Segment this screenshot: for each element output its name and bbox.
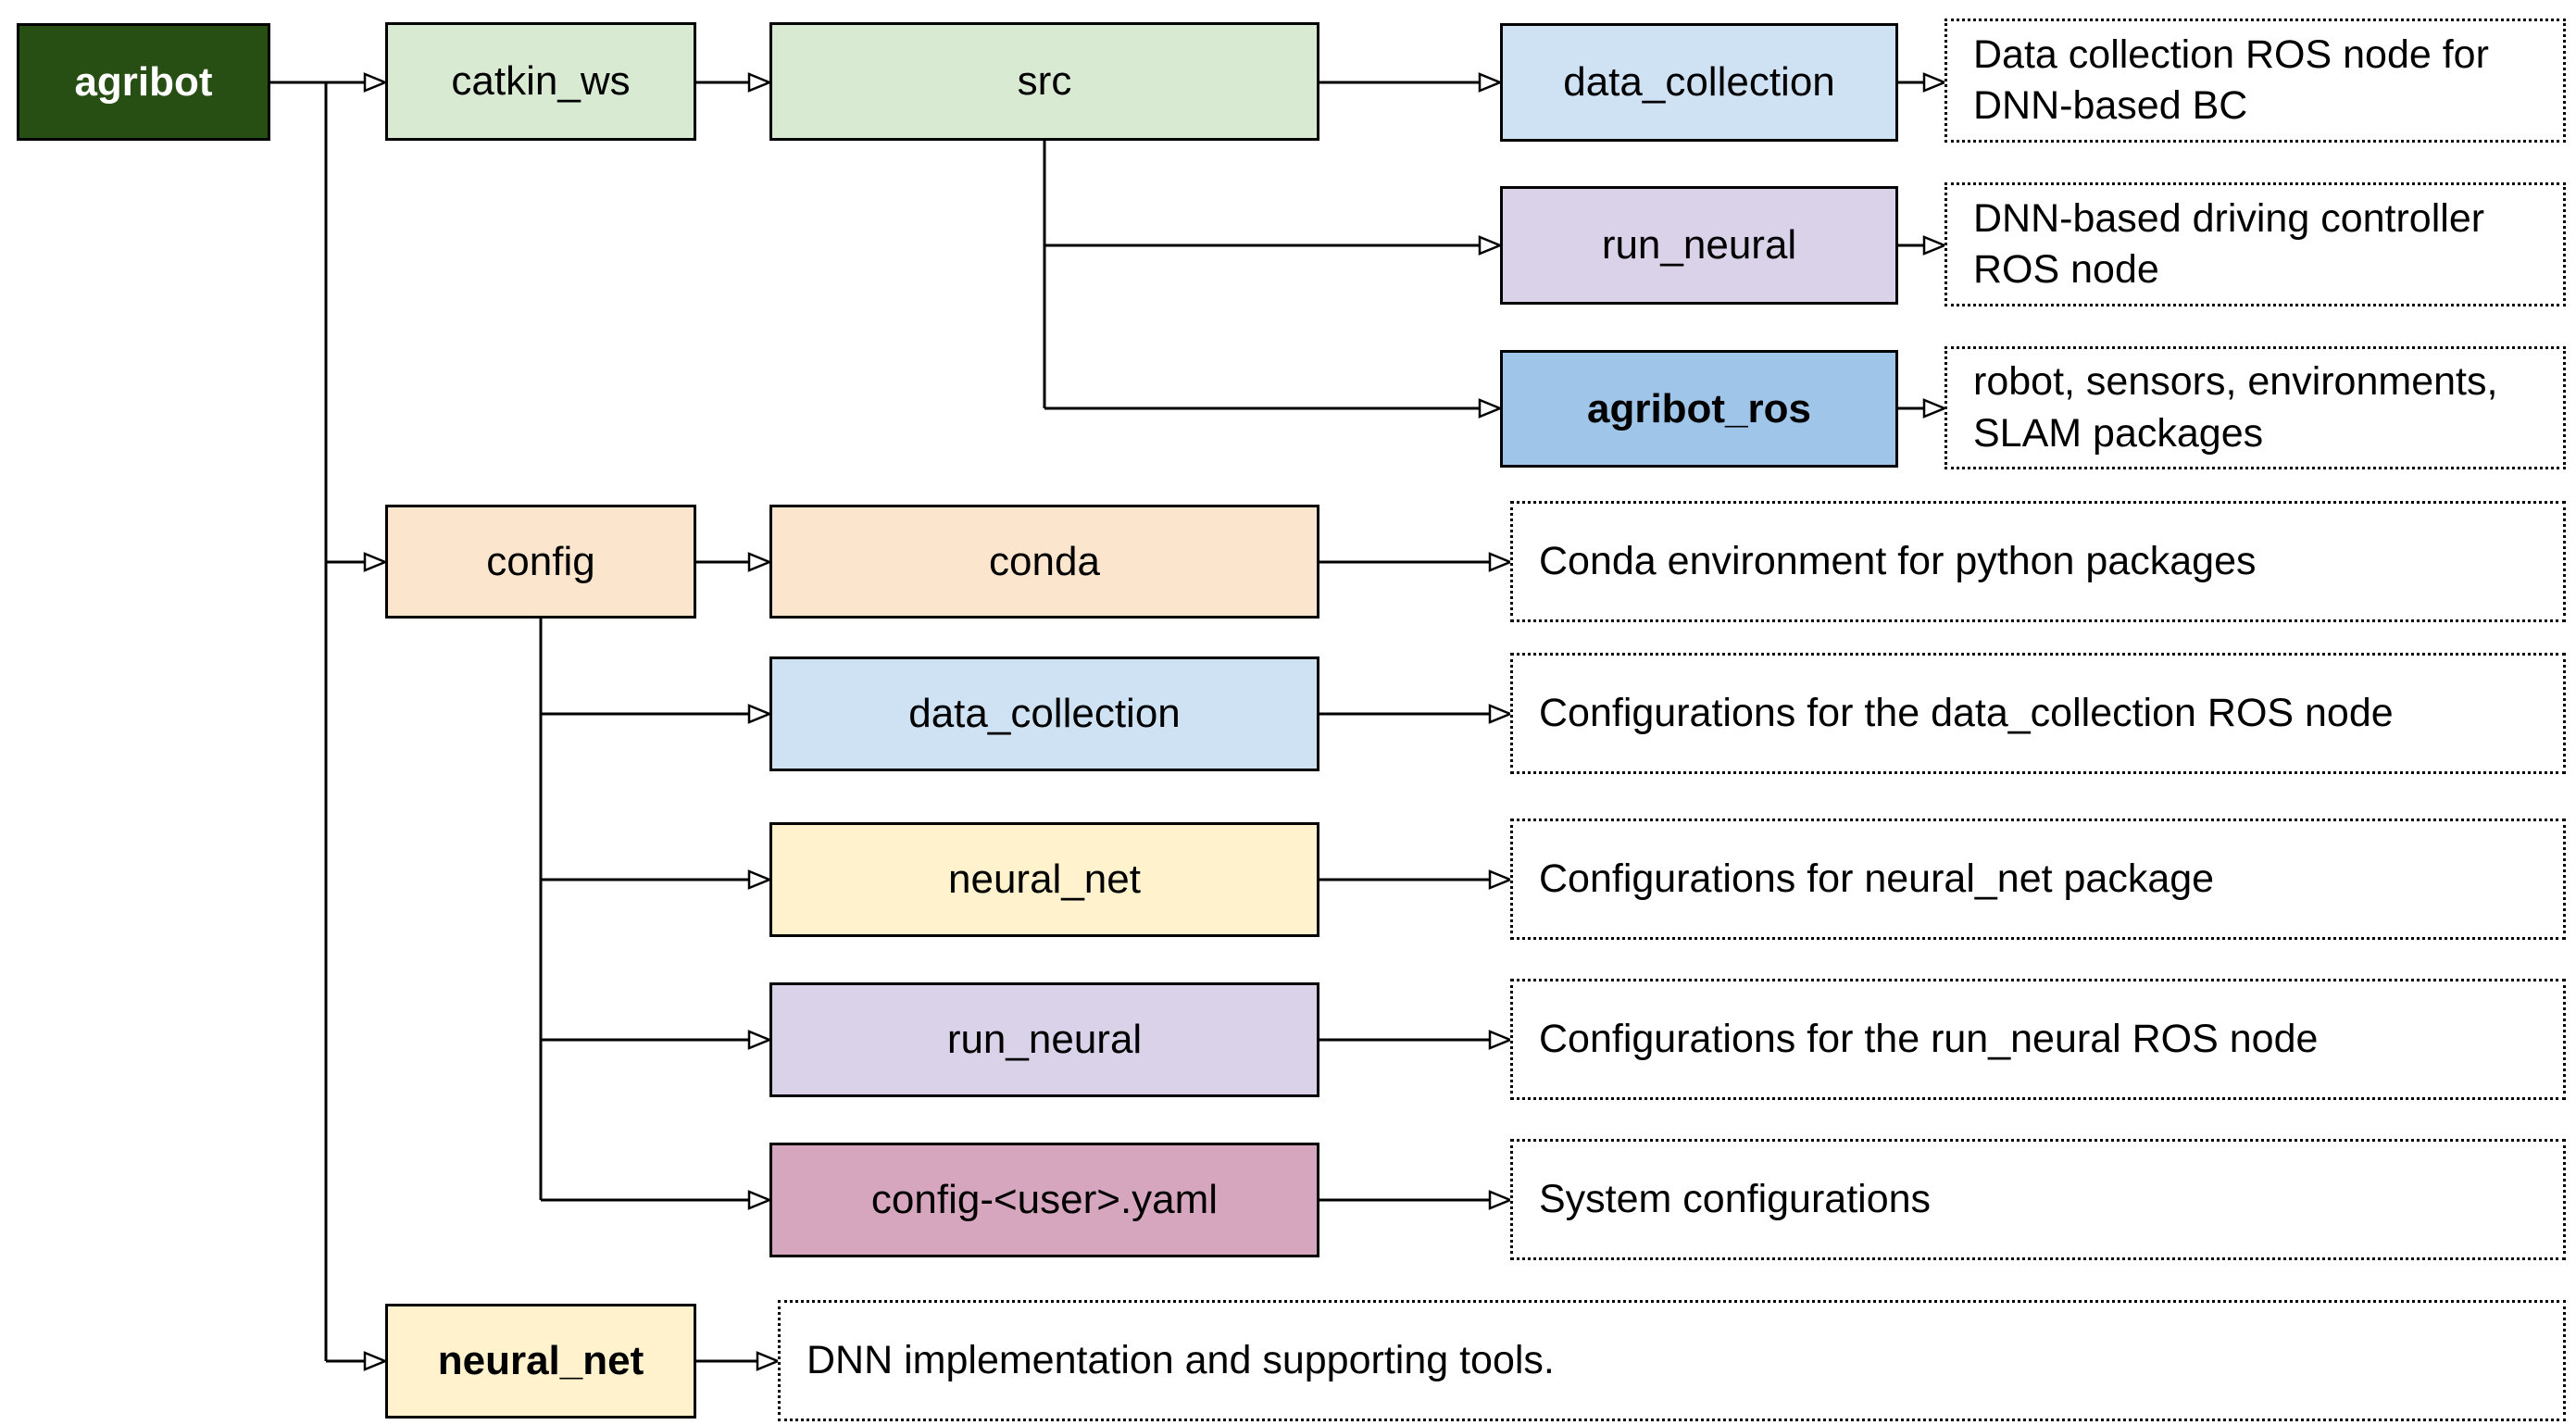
desc-run-neural-config: Configurations for the run_neural ROS no…: [1510, 979, 2566, 1100]
node-conda: conda: [769, 505, 1319, 619]
arrow-yaml-desc: [1319, 1190, 1514, 1210]
arrow-config-conda: [696, 552, 773, 572]
arrow-agribot-config: [326, 552, 389, 572]
desc-data-collection-src: Data collection ROS node for DNN-based B…: [1945, 19, 2566, 143]
arrow-config-run_neural: [541, 1030, 773, 1050]
arrow-catkin_ws-src: [696, 72, 773, 93]
node-catkin-ws: catkin_ws: [385, 22, 696, 141]
arrow-agribot-catkin_ws: [270, 72, 389, 93]
arrow-agribot_ros-desc: [1898, 398, 1948, 419]
node-agribot-ros: agribot_ros: [1500, 350, 1898, 468]
arrow-agribot-neural_net: [326, 1351, 389, 1371]
node-src: src: [769, 22, 1319, 141]
arrow-data_collection-desc: [1898, 72, 1948, 93]
node-data-collection-config: data_collection: [769, 656, 1319, 771]
desc-data-collection-config: Configurations for the data_collection R…: [1510, 653, 2566, 774]
node-neural-net-root: neural_net: [385, 1304, 696, 1419]
arrow-conda-desc: [1319, 552, 1514, 572]
arrow-src-agribot_ros: [1044, 398, 1504, 419]
desc-neural-net-config: Configurations for neural_net package: [1510, 819, 2566, 940]
arrow-config-data_collection: [541, 704, 773, 724]
arrow-config-yaml: [541, 1190, 773, 1210]
node-agribot: agribot: [17, 23, 270, 141]
arrow-config-neural_net: [541, 869, 773, 890]
desc-run-neural-src: DNN-based driving controller ROS node: [1945, 182, 2566, 306]
arrow-src-run_neural: [1044, 235, 1504, 256]
arrow-neural_net-desc: [696, 1351, 782, 1371]
desc-agribot-ros: robot, sensors, environments, SLAM packa…: [1945, 346, 2566, 469]
desc-config-user-yaml: System configurations: [1510, 1139, 2566, 1260]
arrow-run_neural_config-desc: [1319, 1030, 1514, 1050]
node-data-collection-src: data_collection: [1500, 23, 1898, 142]
desc-neural-net-root: DNN implementation and supporting tools.: [778, 1300, 2566, 1421]
arrow-src-data_collection: [1319, 72, 1504, 93]
node-config-user-yaml: config-<user>.yaml: [769, 1143, 1319, 1257]
arrow-run_neural-desc: [1898, 235, 1948, 256]
node-neural-net-config: neural_net: [769, 822, 1319, 937]
arrow-data_collection_config-desc: [1319, 704, 1514, 724]
node-run-neural-src: run_neural: [1500, 186, 1898, 305]
node-config: config: [385, 505, 696, 619]
arrow-neural_net_config-desc: [1319, 869, 1514, 890]
desc-conda: Conda environment for python packages: [1510, 501, 2566, 622]
node-run-neural-config: run_neural: [769, 982, 1319, 1097]
